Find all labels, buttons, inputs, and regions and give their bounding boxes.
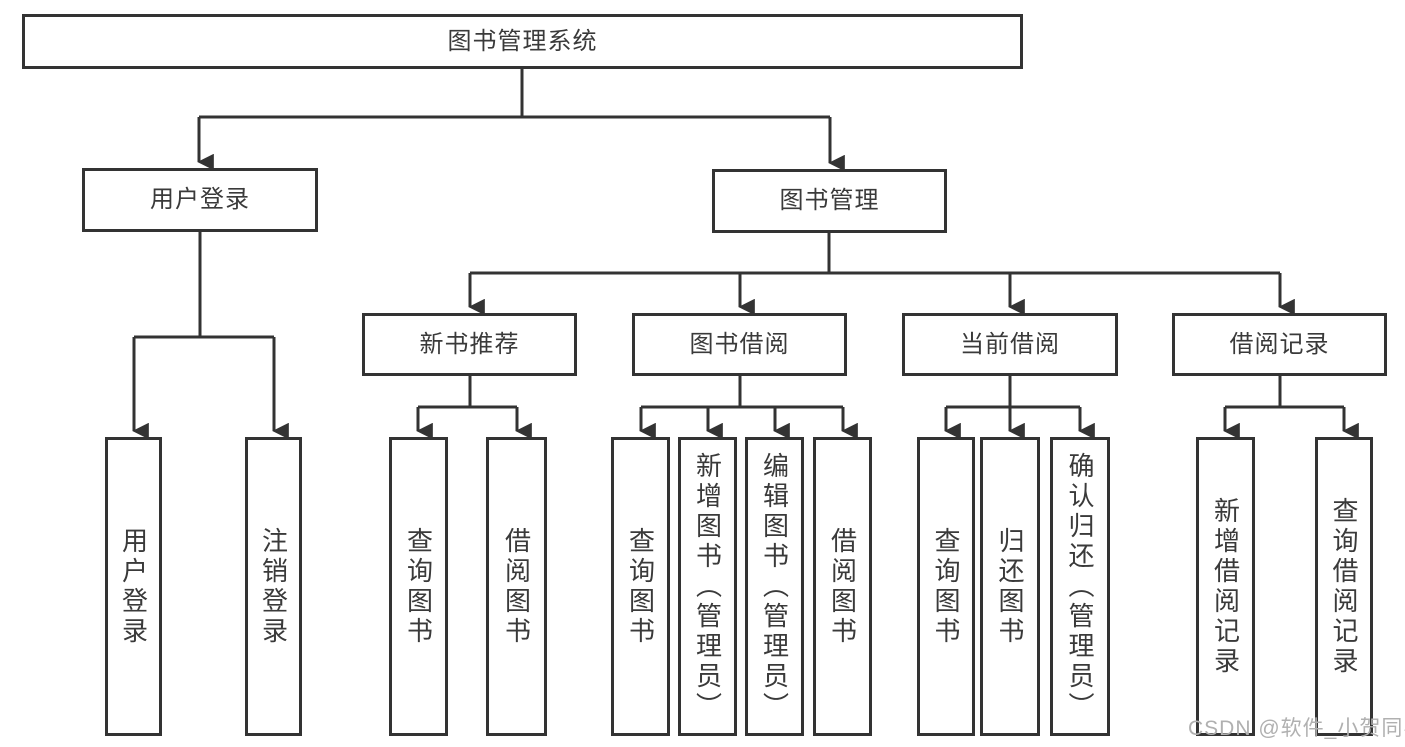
node-label: 查询图书 <box>403 526 434 647</box>
node-label: 查询图书 <box>931 526 961 647</box>
leaf-add-borrow-record: 新增借阅记录 <box>1196 437 1255 736</box>
node-library-management-system: 图书管理系统 <box>22 14 1023 69</box>
node-label: 图书管理系统 <box>447 27 598 55</box>
node-label: 用户登录 <box>150 186 250 213</box>
node-label: 编辑图书（管理员） <box>759 451 790 722</box>
leaf-query-books: 查询图书 <box>389 437 448 736</box>
node-label: 查询借阅记录 <box>1329 496 1359 677</box>
node-label: 查询图书 <box>625 526 656 647</box>
node-label: 图书借阅 <box>689 330 790 358</box>
leaf-query-borrow-record: 查询借阅记录 <box>1315 437 1373 736</box>
node-user-login-branch: 用户登录 <box>82 168 318 232</box>
leaf-logout: 注销登录 <box>245 437 302 736</box>
node-label: 借阅记录 <box>1229 330 1330 358</box>
node-label: 注销登录 <box>258 526 289 647</box>
node-label: 用户登录 <box>118 526 149 647</box>
node-new-book-recommendation: 新书推荐 <box>362 313 577 376</box>
leaf-add-books-admin: 新增图书（管理员） <box>678 437 737 736</box>
leaf-confirm-return-admin: 确认归还（管理员） <box>1050 437 1110 736</box>
leaf-query-books: 查询图书 <box>611 437 670 736</box>
node-label: 当前借阅 <box>960 330 1060 358</box>
node-borrowing-records: 借阅记录 <box>1172 313 1387 376</box>
leaf-borrow-books: 借阅图书 <box>486 437 547 736</box>
node-label: 确认归还（管理员） <box>1065 451 1095 722</box>
leaf-borrow-books: 借阅图书 <box>813 437 872 736</box>
node-label: 新书推荐 <box>419 330 520 358</box>
leaf-edit-books-admin: 编辑图书（管理员） <box>745 437 804 736</box>
node-current-borrowing: 当前借阅 <box>902 313 1118 376</box>
node-label: 归还图书 <box>995 526 1025 647</box>
node-label: 新增借阅记录 <box>1210 496 1241 677</box>
csdn-watermark: CSDN @软件_小贺同学 <box>1188 717 1405 740</box>
leaf-query-books: 查询图书 <box>917 437 975 736</box>
node-label: 新增图书（管理员） <box>692 451 723 722</box>
node-label: 借阅图书 <box>827 526 858 647</box>
leaf-return-books: 归还图书 <box>980 437 1040 736</box>
node-label: 借阅图书 <box>501 526 532 647</box>
node-book-borrowing: 图书借阅 <box>632 313 847 376</box>
leaf-user-login: 用户登录 <box>105 437 162 736</box>
node-book-management-branch: 图书管理 <box>712 169 947 233</box>
node-label: 图书管理 <box>779 187 880 214</box>
